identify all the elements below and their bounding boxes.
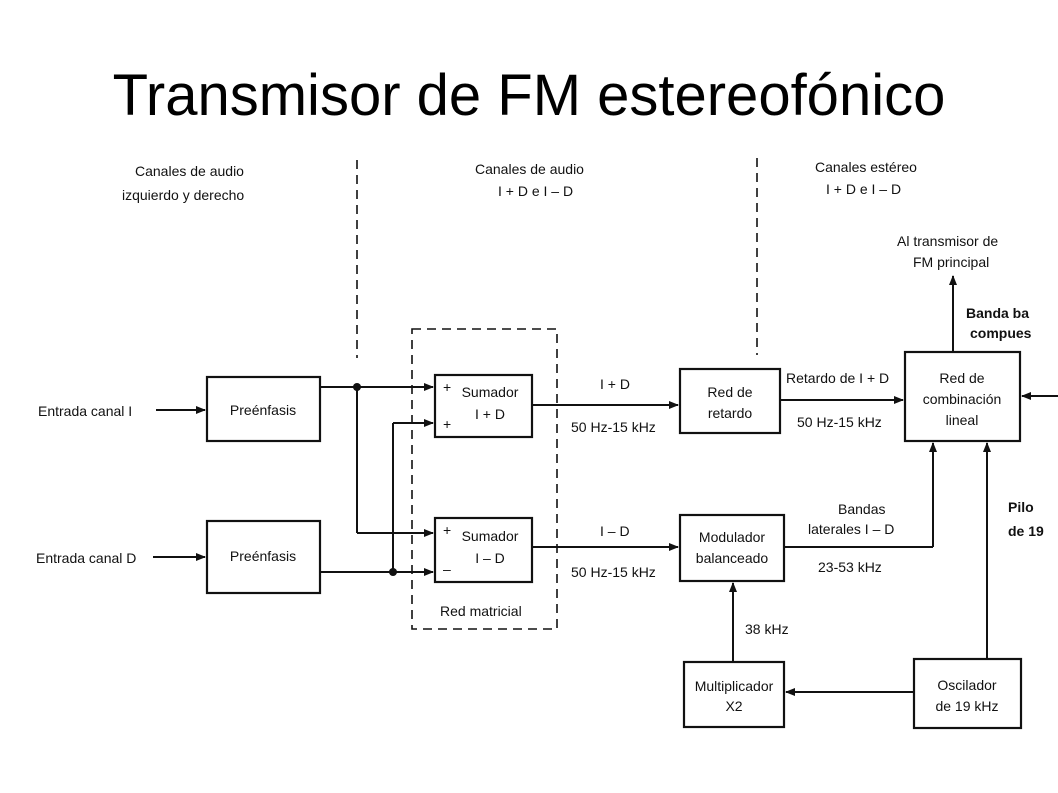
multiplier-label-line1: Multiplicador (695, 678, 774, 694)
multiplier-block (682, 660, 786, 729)
matrix-network-box (411, 328, 558, 630)
output-baseband-line2: compues (970, 325, 1032, 341)
header-left-line1: Canales de audio (135, 163, 244, 179)
header-left-line2: izquierdo y derecho (122, 187, 244, 203)
page-title: Transmisor de FM estereofónico (112, 63, 946, 128)
signal-sum-band: 50 Hz-15 kHz (571, 419, 656, 435)
adder-sum-label-line1: Sumador (462, 384, 519, 400)
oscillator-block (912, 657, 1023, 730)
preemphasis-block-2 (205, 519, 322, 595)
junction-dot-left (353, 383, 361, 391)
adder-diff-plus: + (443, 522, 451, 538)
preemphasis-block-1 (205, 375, 322, 443)
header-right-line2: I + D e I – D (826, 181, 901, 197)
matrix-network-label: Red matricial (440, 603, 522, 619)
input-left-channel-label: Entrada canal I (38, 403, 132, 419)
pilot-label-line1: Pilo (1008, 499, 1034, 515)
linear-combination-block (903, 350, 1022, 443)
signal-sum-label: I + D (600, 376, 630, 392)
balanced-modulator-block (678, 513, 786, 583)
delay-label-line2: retardo (708, 405, 753, 421)
delay-network-block (678, 367, 782, 435)
multiplier-label-line2: X2 (725, 698, 742, 714)
combiner-label-line2: combinación (923, 391, 1002, 407)
modulator-label-line1: Modulador (699, 529, 765, 545)
adder-sum-block (433, 373, 534, 439)
output-transmitter-line1: Al transmisor de (897, 233, 998, 249)
pilot-label-line2: de 19 (1008, 523, 1044, 539)
signal-sidebands-line1: Bandas (838, 501, 885, 517)
preemphasis-2-label: Preénfasis (230, 548, 296, 564)
adder-sum-plus-bottom: + (443, 416, 451, 432)
oscillator-label-line1: Oscilador (937, 677, 996, 693)
signal-delayed-label: Retardo de I + D (786, 370, 889, 386)
signal-diff-label: I – D (600, 523, 630, 539)
output-baseband-line1: Banda ba (966, 305, 1029, 321)
adder-diff-label-line1: Sumador (462, 528, 519, 544)
signal-sidebands-line2: laterales I – D (808, 521, 894, 537)
modulator-label-line2: balanceado (696, 550, 769, 566)
adder-diff-minus: – (443, 561, 451, 577)
signal-carrier-label: 38 kHz (745, 621, 789, 637)
adder-sum-label-line2: I + D (475, 406, 505, 422)
preemphasis-1-label: Preénfasis (230, 402, 296, 418)
header-right-line1: Canales estéreo (815, 159, 917, 175)
adder-diff-block (433, 516, 534, 584)
header-middle-line1: Canales de audio (475, 161, 584, 177)
delay-label-line1: Red de (707, 384, 752, 400)
adder-diff-label-line2: I – D (475, 550, 505, 566)
input-right-channel-label: Entrada canal D (36, 550, 136, 566)
adder-sum-plus-top: + (443, 379, 451, 395)
combiner-label-line3: lineal (946, 412, 979, 428)
oscillator-label-line2: de 19 kHz (935, 698, 998, 714)
combiner-label-line1: Red de (939, 370, 984, 386)
signal-delayed-band: 50 Hz-15 kHz (797, 414, 882, 430)
signal-diff-band: 50 Hz-15 kHz (571, 564, 656, 580)
output-transmitter-line2: FM principal (913, 254, 989, 270)
junction-dot-right (389, 568, 397, 576)
signal-sidebands-band: 23-53 kHz (818, 559, 882, 575)
header-middle-line2: I + D e I – D (498, 183, 573, 199)
